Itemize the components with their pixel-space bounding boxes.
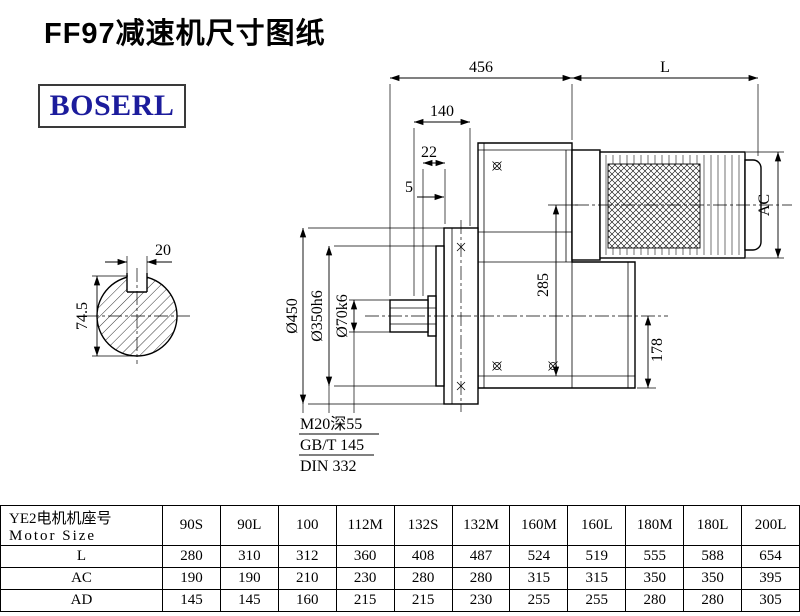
column-header: 100 xyxy=(277,505,337,546)
table-cell: 524 xyxy=(509,545,569,568)
table-cell: 280 xyxy=(393,567,453,590)
table-cell: 395 xyxy=(741,567,800,590)
brand-logo: BOSERL xyxy=(49,89,175,122)
row-label: AD xyxy=(0,589,163,612)
table-cell: 350 xyxy=(683,567,743,590)
table-cell: 310 xyxy=(219,545,279,568)
table-cell: 487 xyxy=(451,545,511,568)
dim-5-label: 5 xyxy=(405,179,413,196)
table-cell: 654 xyxy=(741,545,800,568)
table-cell: 280 xyxy=(625,589,685,612)
table-cell: 360 xyxy=(335,545,395,568)
bolt-symbol xyxy=(492,161,502,171)
table-cell: 215 xyxy=(335,589,395,612)
dim-285-label: 285 xyxy=(535,273,552,297)
table-cell: 160 xyxy=(277,589,337,612)
table-cell: 210 xyxy=(277,567,337,590)
dim-456-label: 456 xyxy=(469,59,493,76)
dim-178-label: 178 xyxy=(649,338,666,362)
center-lines xyxy=(365,204,792,412)
dia-450-label: Ø450 xyxy=(284,298,301,334)
row-label: L xyxy=(0,545,163,568)
dim-AC-label: AC xyxy=(756,194,773,216)
dim-20-label: 20 xyxy=(155,242,171,259)
column-header: 200L xyxy=(741,505,800,546)
table-cell: 280 xyxy=(683,589,743,612)
dim-140-label: 140 xyxy=(430,103,454,120)
table-cell: 280 xyxy=(162,545,221,568)
dim-L-label: L xyxy=(660,59,670,76)
column-header: 90S xyxy=(162,505,221,546)
table-cell: 230 xyxy=(451,589,511,612)
motor xyxy=(571,149,762,261)
shaft-end-notes: M20深55 GB/T 145 DIN 332 xyxy=(299,415,379,475)
dim-74-5-label: 74.5 xyxy=(74,302,91,330)
motor-stator xyxy=(607,163,701,249)
brand-logo-box: BOSERL xyxy=(38,84,186,128)
table-cell: 190 xyxy=(162,567,221,590)
column-header: 132S xyxy=(393,505,453,546)
column-header: 160M xyxy=(509,505,569,546)
note-tap-hole: M20深55 xyxy=(300,415,362,433)
dia-350-label: Ø350h6 xyxy=(309,290,326,342)
table-cell: 215 xyxy=(393,589,453,612)
technical-drawing: 20 74.5 xyxy=(74,59,792,475)
table-cell: 190 xyxy=(219,567,279,590)
table-cell: 312 xyxy=(277,545,337,568)
table-cell: 230 xyxy=(335,567,395,590)
column-header: 180M xyxy=(625,505,685,546)
column-header: 160L xyxy=(567,505,627,546)
note-gbt-standard: GB/T 145 xyxy=(300,437,364,454)
shaft-section-view: 20 74.5 xyxy=(74,242,190,364)
column-header: 180L xyxy=(683,505,743,546)
table-cell: 280 xyxy=(451,567,511,590)
table-cell: 145 xyxy=(219,589,279,612)
column-header: 112M xyxy=(335,505,395,546)
table-cell: 588 xyxy=(683,545,743,568)
row-label: AC xyxy=(0,567,163,590)
table-cell: 519 xyxy=(567,545,627,568)
table-cell: 408 xyxy=(393,545,453,568)
table-cell: 555 xyxy=(625,545,685,568)
note-din-standard: DIN 332 xyxy=(300,458,356,475)
page-title: FF97减速机尺寸图纸 xyxy=(44,18,326,50)
table-cell: 350 xyxy=(625,567,685,590)
column-header: 90L xyxy=(219,505,279,546)
dimensions: 456 L 140 22 5 AC 285 178 Ø4 xyxy=(284,59,784,413)
table-cell: 255 xyxy=(509,589,569,612)
column-header: 132M xyxy=(451,505,511,546)
table-cell: 305 xyxy=(741,589,800,612)
table-cell: 315 xyxy=(509,567,569,590)
table-cell: 145 xyxy=(162,589,221,612)
bolt-symbol xyxy=(492,361,502,371)
dim-22-label: 22 xyxy=(421,144,437,161)
table-cell: 255 xyxy=(567,589,627,612)
table-cell: 315 xyxy=(567,567,627,590)
dia-70-label: Ø70k6 xyxy=(334,294,351,338)
